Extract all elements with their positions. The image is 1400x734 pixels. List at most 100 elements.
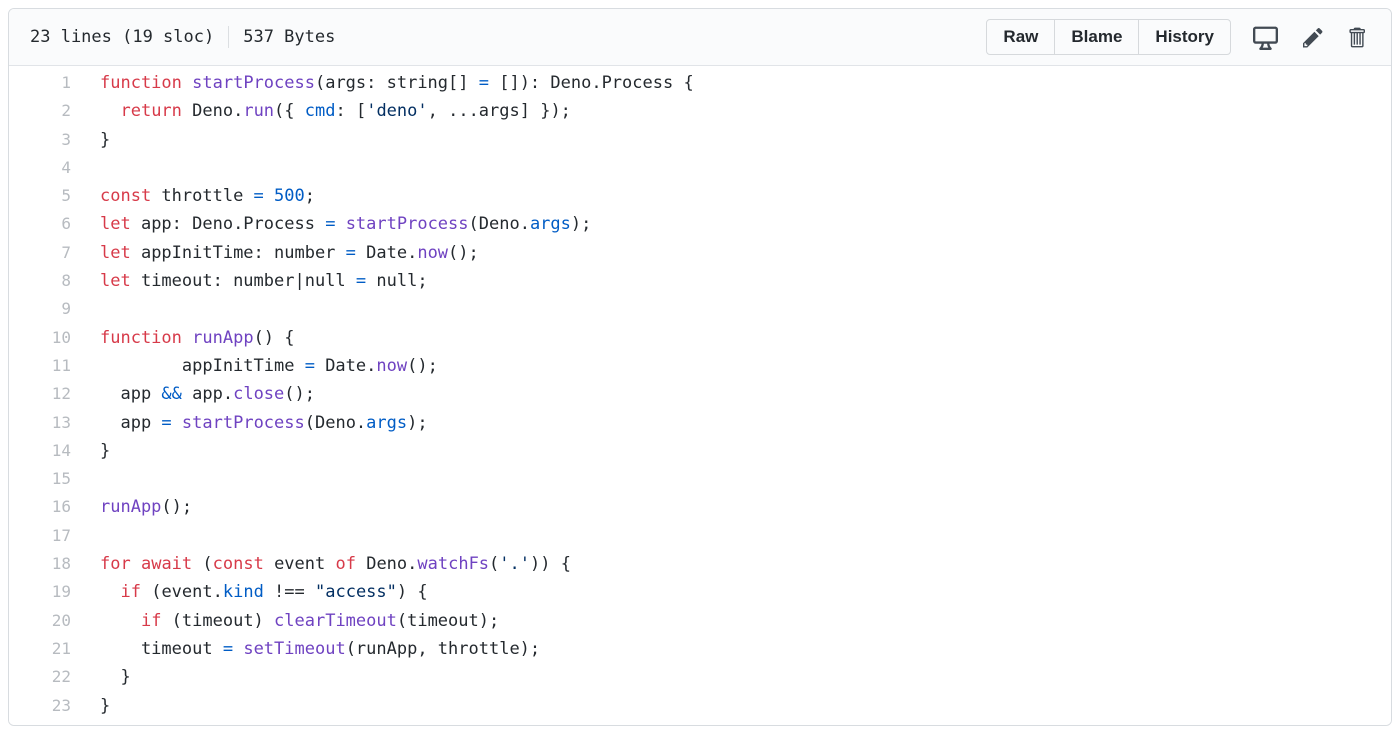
code-token: app — [100, 412, 162, 433]
code-token: (); — [161, 497, 193, 518]
code-token: ; — [304, 186, 316, 207]
code-token: appInitTime — [100, 355, 305, 376]
code-token: let — [100, 242, 131, 263]
code-row: 19 if (event.kind !== "access") { — [9, 578, 1391, 606]
raw-button[interactable]: Raw — [986, 19, 1056, 55]
code-token — [264, 186, 274, 206]
code-line: function startProcess(args: string[] = [… — [71, 69, 1391, 97]
line-number[interactable]: 11 — [51, 355, 71, 375]
code-token: run — [243, 101, 275, 122]
history-button[interactable]: History — [1138, 19, 1231, 55]
code-row: 3} — [9, 126, 1391, 154]
code-line: function runApp() { — [71, 324, 1391, 352]
line-number[interactable]: 12 — [51, 384, 71, 404]
line-number[interactable]: 5 — [61, 186, 71, 206]
code-token: app — [100, 384, 162, 405]
line-number[interactable]: 14 — [51, 440, 71, 460]
code-token: runApp — [192, 327, 254, 348]
code-token: now — [376, 355, 408, 376]
code-token — [182, 73, 192, 93]
line-number[interactable]: 15 — [51, 469, 71, 489]
code-token — [100, 611, 141, 631]
code-line: if (event.kind !== "access") { — [71, 578, 1391, 606]
code-token: close — [233, 384, 285, 405]
file-info-divider — [228, 26, 230, 48]
code-token: )) { — [530, 554, 571, 575]
code-row: 2 return Deno.run({ cmd: ['deno', ...arg… — [9, 97, 1391, 125]
code-token: (); — [448, 242, 479, 263]
code-token: (args: string[] — [314, 73, 479, 93]
code-token: ); — [407, 412, 428, 433]
code-token — [131, 554, 141, 574]
line-number[interactable]: 7 — [61, 242, 71, 262]
code-token: ) { — [396, 582, 428, 603]
code-line — [71, 295, 1391, 323]
code-token: let — [100, 214, 131, 235]
code-token: Deno. — [355, 554, 418, 575]
code-token: for — [100, 554, 131, 575]
code-token: timeout — [100, 638, 223, 659]
code-token: Date. — [355, 242, 418, 263]
line-number[interactable]: 8 — [61, 271, 71, 291]
code-token: (Deno. — [468, 214, 530, 235]
code-token: (timeout) — [161, 610, 275, 631]
code-token: && — [161, 384, 182, 405]
line-number[interactable]: 3 — [61, 129, 71, 149]
display-icon — [1253, 25, 1278, 50]
blame-button[interactable]: Blame — [1054, 19, 1140, 55]
line-number[interactable]: 18 — [51, 554, 71, 574]
code-token: (); — [407, 355, 438, 376]
code-row: 12 app && app.close(); — [9, 380, 1391, 408]
code-token: startProcess — [345, 214, 469, 235]
delete-file-button[interactable] — [1348, 26, 1365, 49]
line-number[interactable]: 6 — [61, 214, 71, 234]
code-row: 23} — [9, 692, 1391, 720]
code-row: 17 — [9, 522, 1391, 550]
code-line — [71, 154, 1391, 182]
code-token: appInitTime: number — [130, 242, 346, 263]
code-token: return — [120, 101, 182, 122]
edit-file-button[interactable] — [1303, 26, 1323, 49]
code-token: 'deno' — [366, 101, 428, 122]
code-token — [335, 214, 345, 234]
line-number[interactable]: 22 — [51, 667, 71, 687]
line-number[interactable]: 21 — [51, 638, 71, 658]
code-token: startProcess — [192, 73, 315, 93]
line-number[interactable]: 13 — [51, 412, 71, 432]
code-line: } — [71, 437, 1391, 465]
open-in-desktop-button[interactable] — [1253, 25, 1278, 50]
line-number[interactable]: 20 — [51, 610, 71, 630]
code-token: of — [335, 554, 356, 575]
line-number[interactable]: 10 — [51, 327, 71, 347]
code-line: for await (const event of Deno.watchFs('… — [71, 550, 1391, 578]
line-number[interactable]: 16 — [51, 497, 71, 517]
line-number[interactable]: 4 — [61, 157, 71, 177]
line-number[interactable]: 1 — [61, 73, 71, 92]
code-token: setTimeout — [243, 638, 346, 659]
code-token: ( — [489, 554, 500, 575]
code-token — [182, 328, 192, 348]
code-line: if (timeout) clearTimeout(timeout); — [71, 607, 1391, 635]
code-token: const — [212, 554, 264, 575]
view-mode-button-group: Raw Blame History — [986, 19, 1231, 55]
line-number[interactable]: 17 — [51, 525, 71, 545]
code-row: 22 } — [9, 663, 1391, 691]
code-token: : [ — [335, 101, 367, 122]
line-number[interactable]: 23 — [51, 695, 71, 715]
code-row: 15 — [9, 465, 1391, 493]
code-token: app. — [181, 384, 234, 405]
code-line: let timeout: number|null = null; — [71, 267, 1391, 295]
line-number[interactable]: 2 — [61, 101, 71, 121]
code-token: args — [366, 412, 408, 433]
file-info: 23 lines (19 sloc) 537 Bytes — [30, 26, 335, 48]
code-line: const throttle = 500; — [71, 182, 1391, 210]
trash-icon — [1348, 26, 1365, 49]
line-number[interactable]: 9 — [61, 299, 71, 319]
code-token: = — [161, 412, 172, 433]
line-number[interactable]: 19 — [51, 582, 71, 602]
code-token: event — [263, 554, 336, 575]
